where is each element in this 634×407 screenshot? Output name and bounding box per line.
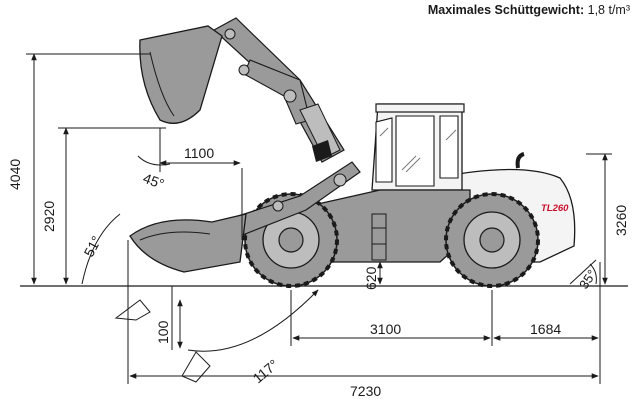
cab xyxy=(371,103,465,191)
cab-window-rear xyxy=(439,115,459,179)
dim-rollback-angle: 51° xyxy=(81,233,105,259)
dim-dump-angle: 45° xyxy=(141,170,166,192)
cab-window-front xyxy=(375,117,393,183)
lift-cylinder xyxy=(299,103,341,159)
dim-turn-angle: 117° xyxy=(250,356,282,386)
dim-dump-height: 2920 xyxy=(41,201,57,232)
dim-cab-height: 3260 xyxy=(613,205,629,236)
step-ladder xyxy=(371,213,387,261)
dim-departure-angle: 35° xyxy=(576,267,599,292)
tilted-bucket-outline xyxy=(181,351,211,383)
model-badge-plate xyxy=(540,200,570,214)
dim-wheelbase: 3100 xyxy=(370,321,401,337)
model-badge: TL260 xyxy=(541,203,569,214)
max-bulk-weight-value: 1,8 t/m³ xyxy=(587,3,630,17)
max-bulk-weight-label: Maximales Schüttgewicht: xyxy=(427,3,585,17)
exhaust-pipe xyxy=(515,152,525,169)
wheel-loader: TL260 xyxy=(129,17,576,288)
dim-dig-depth: 100 xyxy=(155,320,171,344)
dim-reach: 1100 xyxy=(184,145,214,161)
cab-door-window xyxy=(395,115,435,187)
ground-bucket-outline xyxy=(114,299,151,321)
rear-wheel xyxy=(444,192,540,288)
max-bulk-weight-caption: Maximales Schüttgewicht: 1,8 t/m³ xyxy=(428,3,630,17)
dim-ground-clearance: 620 xyxy=(363,266,379,290)
lower-bucket xyxy=(129,213,247,273)
raised-bucket xyxy=(139,25,223,124)
dim-overall-length: 7230 xyxy=(350,383,381,399)
dimension-lines xyxy=(26,53,612,384)
dim-max-height: 4040 xyxy=(7,159,23,190)
dim-rear-overhang: 1684 xyxy=(530,321,561,337)
